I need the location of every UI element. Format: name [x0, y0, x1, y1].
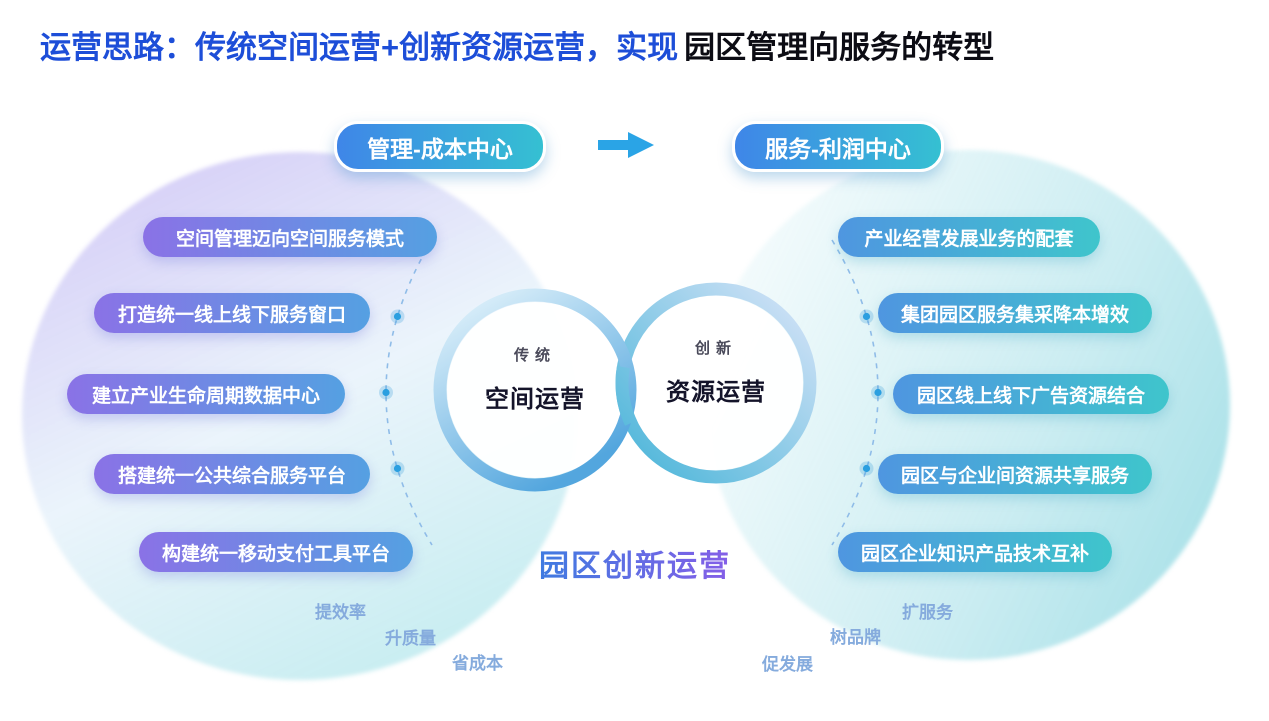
- right-arrow-shape: [598, 132, 654, 158]
- center-caption: 园区创新运营: [525, 541, 745, 585]
- right-item-3: 园区线上线下广告资源结合: [893, 374, 1169, 414]
- left-item-2: 打造统一线上线下服务窗口: [94, 293, 370, 333]
- flow-pill-cost-center: 管理-成本中心: [334, 121, 546, 172]
- connector-dots-left: [379, 309, 405, 476]
- right-item-5: 园区企业知识产品技术互补: [838, 532, 1112, 572]
- title-rest: 园区管理向服务的转型: [684, 30, 995, 65]
- right-arrow-icon: [598, 131, 656, 159]
- right-item-4: 园区与企业间资源共享服务: [878, 454, 1152, 494]
- connector-dot: [874, 388, 882, 397]
- page-title: 运营思路：传统空间运营+创新资源运营，实现园区管理向服务的转型: [40, 22, 994, 67]
- right-circle-label: 资源运营: [666, 379, 766, 406]
- right-ring-weave: [615, 282, 817, 484]
- connector-dot: [862, 312, 871, 321]
- bottom-word-6: 扩服务: [902, 603, 953, 622]
- right-arrow-svg: [598, 132, 654, 158]
- left-ring: [433, 288, 637, 492]
- bottom-word-2: 升质量: [385, 629, 436, 648]
- connector-dot: [393, 464, 402, 473]
- right-item-2: 集团园区服务集采降本增效: [878, 293, 1152, 333]
- bottom-word-3: 省成本: [452, 654, 503, 673]
- left-circle-fill: [447, 302, 623, 478]
- center-rings: [433, 282, 817, 492]
- left-circle-tag: 传统: [513, 347, 556, 364]
- bottom-word-1: 提效率: [315, 603, 366, 622]
- right-circle-fill: [629, 296, 803, 470]
- connector-dot: [382, 388, 390, 397]
- right-circle-tag: 创新: [694, 340, 737, 357]
- right-item-1: 产业经营发展业务的配套: [838, 217, 1100, 257]
- flow-pill-profit-center: 服务-利润中心: [732, 121, 944, 172]
- connector-dot: [862, 464, 871, 473]
- title-highlight: 运营思路：传统空间运营+创新资源运营，实现: [40, 30, 679, 65]
- left-item-1: 空间管理迈向空间服务模式: [143, 217, 437, 257]
- left-circle-label: 空间运营: [485, 386, 585, 413]
- bottom-word-5: 树品牌: [830, 628, 881, 647]
- connector-dots-right: [859, 309, 885, 476]
- connector-dot: [393, 312, 402, 321]
- left-item-4: 搭建统一公共综合服务平台: [94, 454, 370, 494]
- bottom-word-4: 促发展: [762, 655, 813, 674]
- left-item-3: 建立产业生命周期数据中心: [67, 374, 345, 414]
- right-dashed-arc: [831, 239, 879, 546]
- left-item-5: 构建统一移动支付工具平台: [139, 532, 413, 572]
- left-dashed-arc: [385, 239, 433, 546]
